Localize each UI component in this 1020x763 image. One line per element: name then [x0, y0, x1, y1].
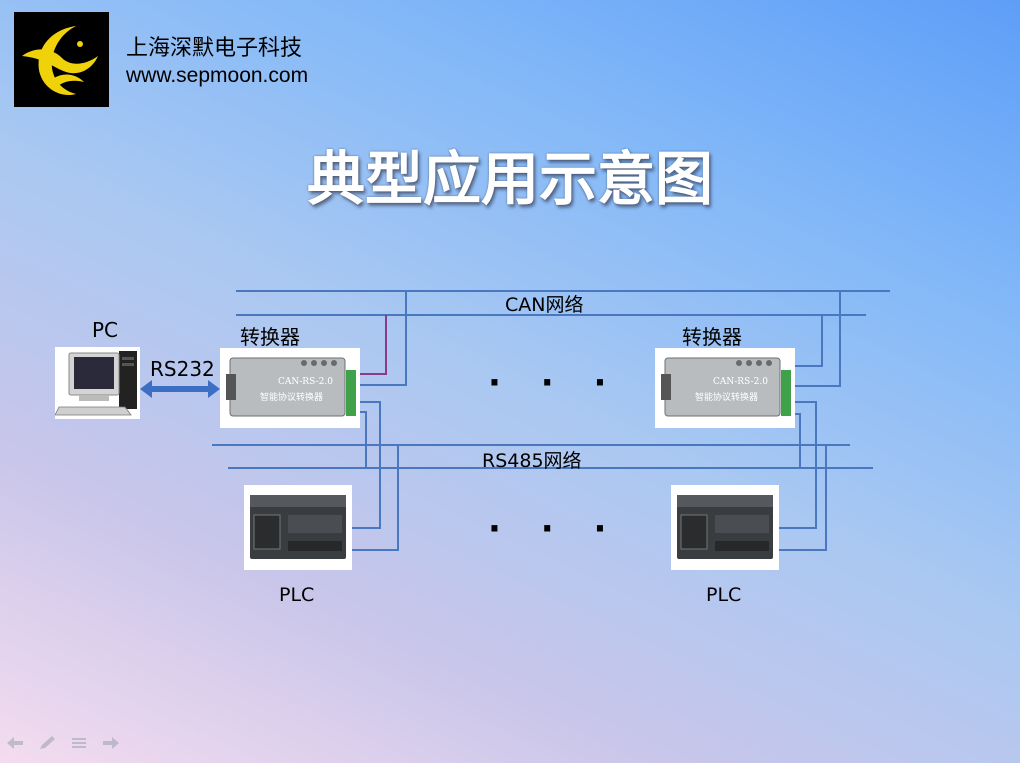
plc2-rs485-wire: [778, 445, 827, 551]
converter-subtitle-text: 智能协议转换器: [260, 391, 323, 403]
plc-label-right: PLC: [706, 584, 742, 606]
converter2-rs485-wire-a: [778, 401, 817, 529]
converter-subtitle-text: 智能协议转换器: [695, 391, 758, 403]
plc1-rs485-wire: [352, 445, 399, 551]
rs232-label: RS232: [150, 357, 215, 381]
can-network-label: CAN网络: [505, 294, 584, 316]
moon-crane-logo-icon: [14, 12, 109, 107]
ellipsis-bottom: · · ·: [488, 509, 621, 549]
converter1-rs485-wire-a: [352, 401, 381, 529]
computer-icon: [54, 351, 137, 416]
company-logo: [14, 12, 109, 107]
slide-title: 典型应用示意图: [306, 145, 713, 213]
pen-icon[interactable]: [38, 735, 56, 751]
arrow-right-icon[interactable]: [102, 735, 120, 751]
protocol-converter-icon: CAN-RS-2.0 智能协议转换器: [661, 357, 791, 417]
plc-icon: [250, 495, 346, 559]
company-name: 上海深默电子科技: [126, 36, 303, 61]
converter-label-left: 转换器: [240, 325, 300, 349]
plc-icon: [677, 495, 773, 559]
plc-image-left: [244, 485, 352, 570]
rs232-double-arrow: [140, 380, 220, 398]
pc-label: PC: [92, 318, 119, 342]
converter-image-right: CAN-RS-2.0 智能协议转换器: [655, 348, 795, 428]
converter-model-text: CAN-RS-2.0: [713, 377, 768, 387]
rs485-network-label: RS485网络: [482, 450, 582, 472]
company-url[interactable]: www.sepmoon.com: [126, 64, 309, 87]
ellipsis-top: · · ·: [488, 363, 621, 403]
converter-model-text: CAN-RS-2.0: [278, 377, 333, 387]
converter-image-left: CAN-RS-2.0 智能协议转换器: [220, 348, 360, 428]
converter2-rs485-wire-b: [794, 413, 801, 468]
pc-image: [54, 347, 140, 419]
plc-image-right: [671, 485, 779, 570]
converter1-can-wire: [360, 291, 407, 386]
converter-label-right: 转换器: [682, 325, 742, 349]
plc-label-left: PLC: [279, 584, 315, 606]
arrow-left-icon[interactable]: [6, 735, 24, 751]
converter1-can-accent-wire: [360, 315, 387, 375]
protocol-converter-icon: CAN-RS-2.0 智能协议转换器: [226, 357, 356, 417]
converter1-rs485-wire-b: [360, 411, 367, 468]
converter2-can-wire-b: [794, 291, 841, 387]
slide-navigation: [6, 735, 120, 751]
menu-icon[interactable]: [70, 735, 88, 751]
converter2-can-wire-a: [794, 315, 823, 367]
